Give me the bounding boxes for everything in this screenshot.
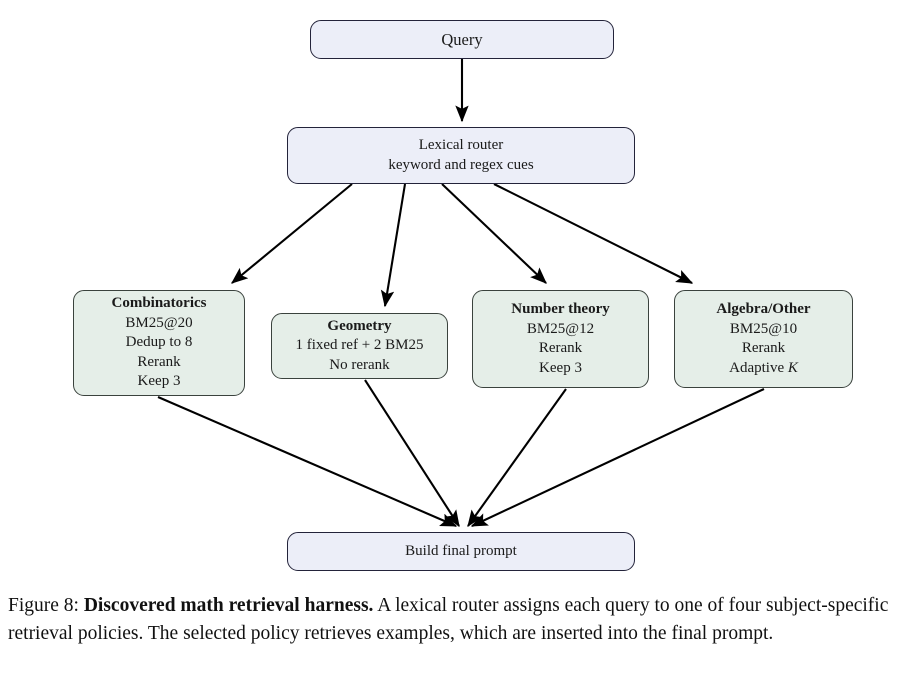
caption-body: A lexical router assigns each query to o…	[8, 595, 889, 644]
node-number-theory-title: Number theory	[511, 301, 610, 317]
node-number-theory-line-3: Keep 3	[539, 359, 582, 376]
node-algebra-other-adaptive-text: Adaptive	[729, 359, 788, 376]
node-geometry-line-1: 1 fixed ref + 2 BM25	[295, 337, 424, 354]
node-geometry[interactable]: Geometry 1 fixed ref + 2 BM25 No rerank	[271, 313, 448, 379]
edge-algebra-other-to-build	[470, 388, 765, 527]
node-router-line-2: keyword and regex cues	[388, 156, 534, 173]
node-combinatorics-line-4: Keep 3	[137, 373, 181, 390]
node-geometry-title: Geometry	[327, 317, 392, 334]
node-algebra-other-title: Algebra/Other	[716, 301, 811, 317]
node-build-final-prompt[interactable]: Build final prompt	[287, 532, 635, 571]
node-number-theory-line-2: Rerank	[538, 340, 583, 356]
edge-router-to-number-theory	[441, 183, 547, 284]
node-query-label: Query	[441, 29, 483, 49]
node-algebra-other-adaptive-symbol: K	[787, 359, 798, 376]
figure-caption: Figure 8: Discovered math retrieval harn…	[8, 592, 908, 647]
node-algebra-other-line-1: BM25@10	[729, 320, 798, 337]
caption-title: Discovered math retrieval harness.	[83, 595, 374, 616]
node-build-final-prompt-label: Build final prompt	[405, 542, 517, 559]
node-geometry-line-2: No rerank	[329, 356, 390, 373]
node-combinatorics-line-2: Dedup to 8	[125, 334, 193, 351]
edge-combinatorics-to-build	[157, 396, 458, 527]
node-combinatorics-title: Combinatorics	[111, 295, 207, 312]
caption-figure-number: Figure 8:	[8, 595, 84, 616]
edge-router-to-geometry	[380, 183, 407, 308]
node-combinatorics[interactable]: Combinatorics BM25@20 Dedup to 8 Rerank …	[73, 290, 245, 396]
node-combinatorics-line-1: BM25@20	[125, 314, 193, 331]
node-algebra-other-line-2: Rerank	[741, 340, 786, 356]
figure-diagram: Query Lexical router keyword and regex c…	[73, 20, 853, 571]
node-number-theory[interactable]: Number theory BM25@12 Rerank Keep 3	[472, 290, 649, 388]
edge-geometry-to-build	[364, 379, 460, 528]
edge-router-to-combinatorics	[231, 183, 353, 284]
edge-router-to-algebra-other	[493, 183, 694, 284]
node-combinatorics-line-3: Rerank	[137, 353, 181, 370]
node-router-line-1: Lexical router	[418, 137, 504, 153]
node-query[interactable]: Query	[310, 20, 614, 59]
node-lexical-router[interactable]: Lexical router keyword and regex cues	[287, 127, 635, 184]
node-algebra-other-line-3: Adaptive K	[729, 359, 798, 379]
node-number-theory-line-1: BM25@12	[526, 320, 595, 337]
edge-number-theory-to-build	[467, 388, 567, 528]
node-algebra-other[interactable]: Algebra/Other BM25@10 Rerank Adaptive K	[674, 290, 853, 388]
